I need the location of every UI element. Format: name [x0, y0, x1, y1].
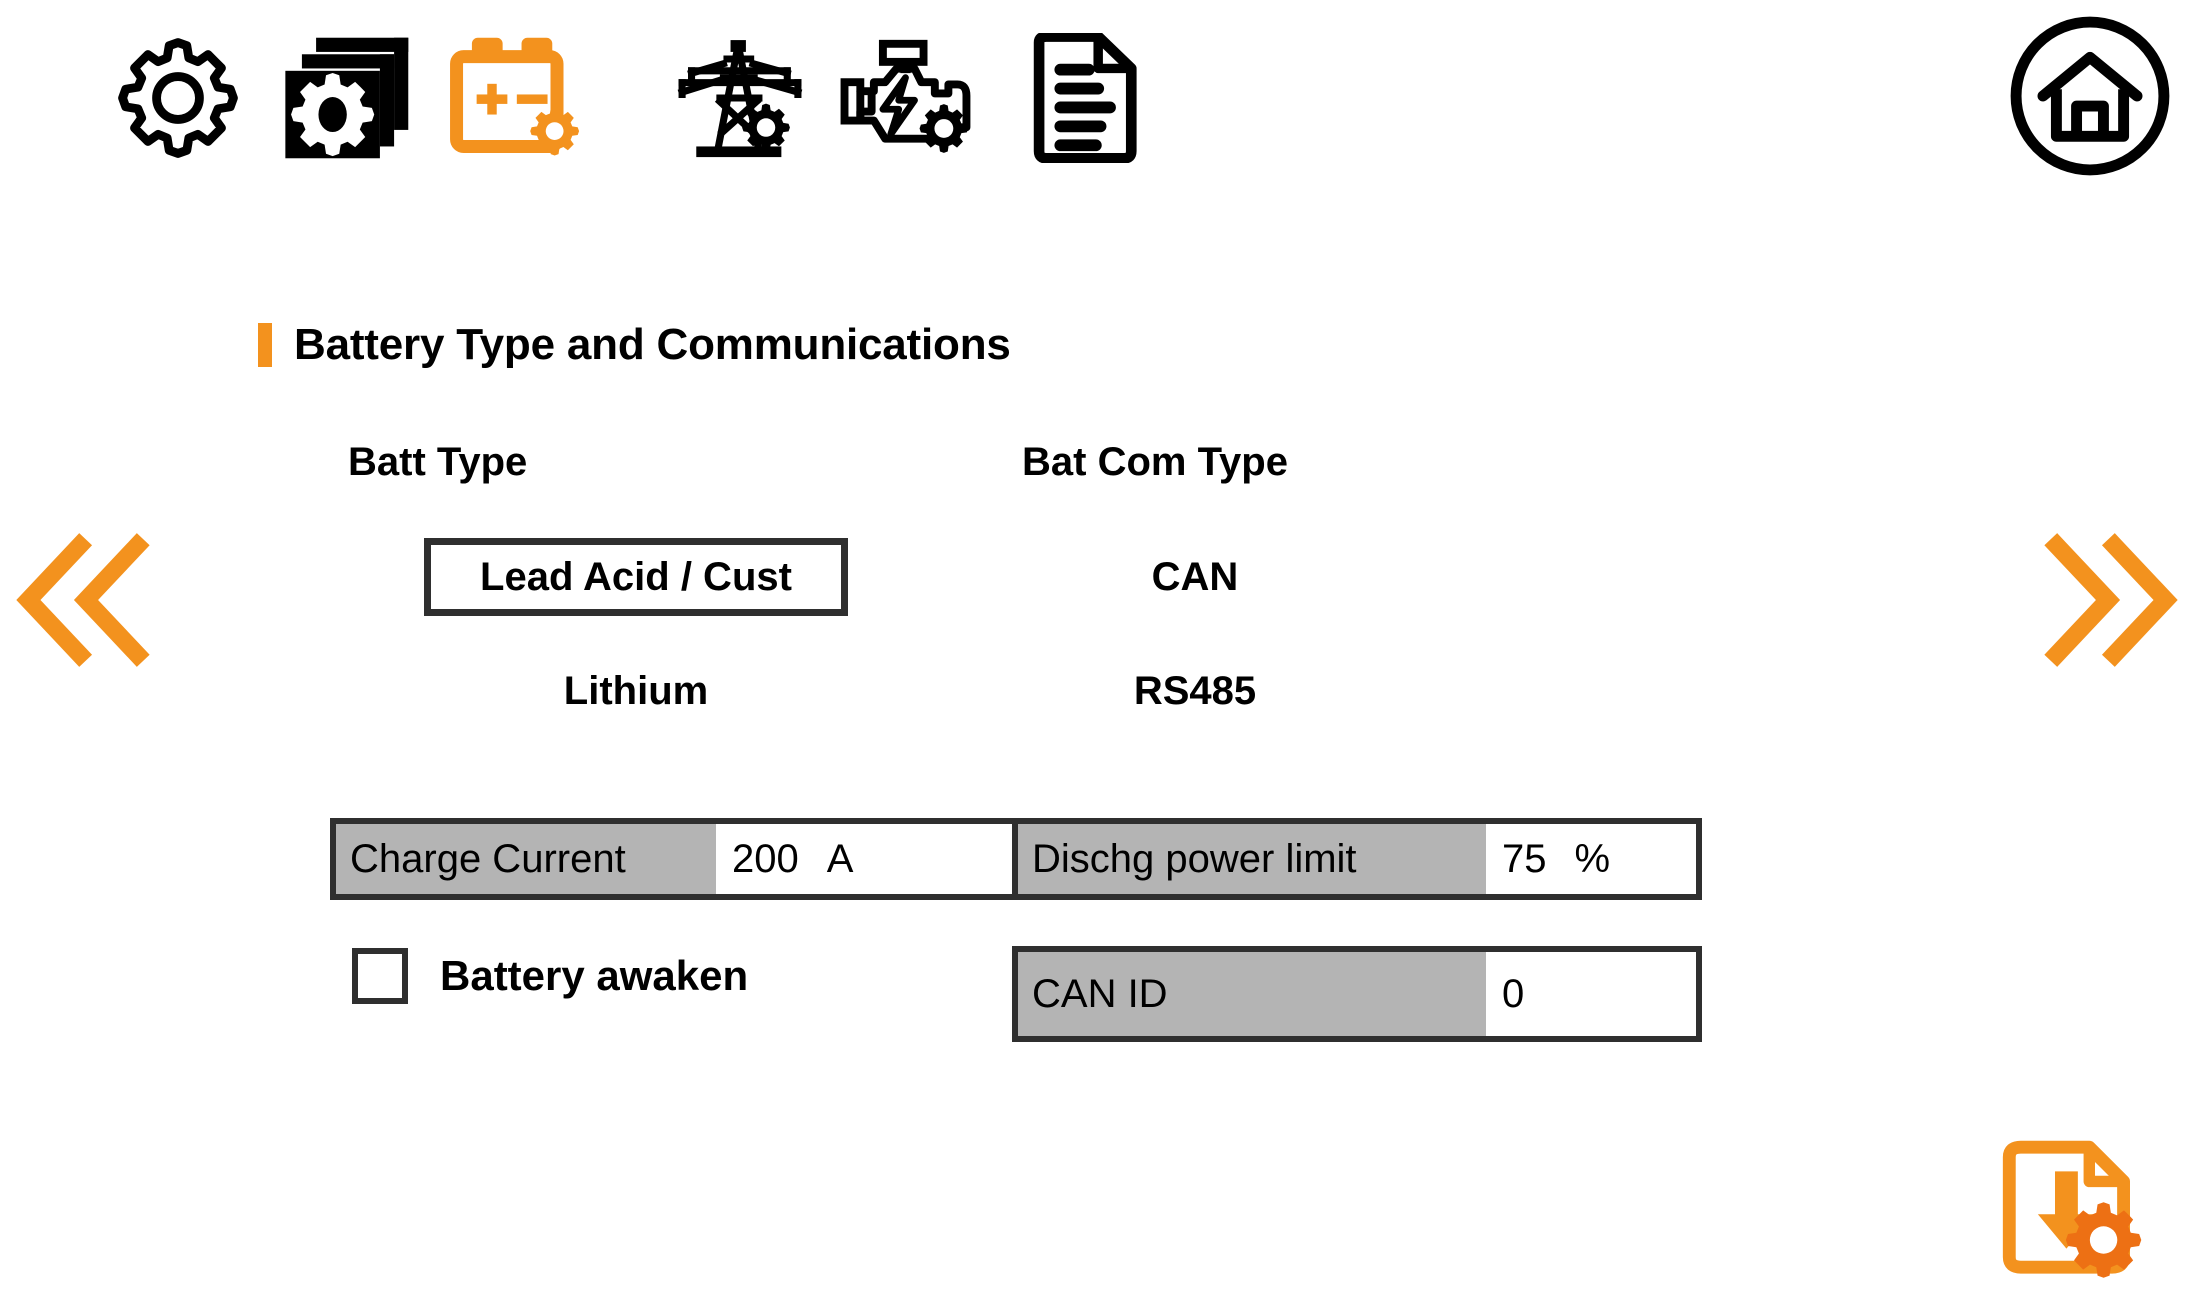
battery-awaken-label: Battery awaken — [440, 952, 749, 999]
charge-current-field[interactable]: Charge Current 200 A — [330, 818, 1020, 900]
batt-type-option-lithium[interactable]: Lithium — [563, 668, 709, 713]
can-id-value: 0 — [1502, 971, 1525, 1016]
dischg-power-limit-field[interactable]: Dischg power limit 75 % — [1012, 818, 1702, 900]
section-header: Battery Type and Communications — [258, 320, 1011, 370]
batt-type-option-lead-acid[interactable]: Lead Acid / Cust — [424, 538, 848, 616]
power-tower-gear-icon — [675, 33, 805, 163]
toolbar-item-logs[interactable] — [1004, 18, 1164, 178]
dischg-power-limit-input[interactable]: 75 % — [1486, 824, 1696, 894]
document-download-gear-icon — [2000, 1140, 2150, 1284]
toolbar-item-multi-settings[interactable] — [268, 18, 428, 178]
document-lines-icon — [1028, 33, 1140, 163]
home-circle-icon — [2006, 12, 2174, 185]
top-toolbar — [0, 0, 2196, 200]
double-chevron-right-icon — [2028, 533, 2188, 684]
battery-gear-icon — [448, 33, 588, 163]
charge-current-label: Charge Current — [336, 824, 716, 894]
gear-outline-icon — [115, 35, 241, 161]
dischg-power-limit-label: Dischg power limit — [1018, 824, 1486, 894]
can-id-input[interactable]: 0 — [1486, 952, 1696, 1036]
can-id-field[interactable]: CAN ID 0 — [1012, 946, 1702, 1042]
bat-com-type-option-rs485[interactable]: RS485 — [1133, 668, 1257, 713]
toolbar-item-battery-settings[interactable] — [438, 18, 598, 178]
charge-current-value: 200 — [732, 836, 799, 881]
save-config-button[interactable] — [2000, 1140, 2150, 1280]
battery-awaken-checkbox[interactable] — [352, 948, 408, 1004]
next-page-button[interactable] — [2028, 520, 2188, 680]
bat-com-type-header: Bat Com Type — [1022, 440, 1288, 484]
charge-current-unit: A — [826, 836, 854, 881]
toolbar-item-grid-settings[interactable] — [660, 18, 820, 178]
page-title: Battery Type and Communications — [294, 320, 1011, 369]
can-id-label: CAN ID — [1018, 952, 1486, 1036]
toolbar-item-settings[interactable] — [98, 18, 258, 178]
batt-type-header: Batt Type — [348, 440, 528, 484]
bat-com-type-option-can[interactable]: CAN — [1151, 554, 1239, 599]
engine-bolt-gear-icon — [840, 38, 980, 158]
double-chevron-left-icon — [6, 533, 166, 684]
stacked-pages-gear-icon — [283, 35, 413, 161]
toolbar-item-generator-settings[interactable] — [830, 18, 990, 178]
charge-current-input[interactable]: 200 A — [716, 824, 1014, 894]
battery-awaken-row[interactable]: Battery awaken — [352, 948, 748, 1004]
previous-page-button[interactable] — [6, 520, 166, 680]
home-button[interactable] — [2004, 12, 2176, 184]
dischg-power-limit-value: 75 — [1502, 836, 1547, 881]
dischg-power-limit-unit: % — [1574, 836, 1611, 881]
section-accent-bar — [258, 323, 272, 367]
